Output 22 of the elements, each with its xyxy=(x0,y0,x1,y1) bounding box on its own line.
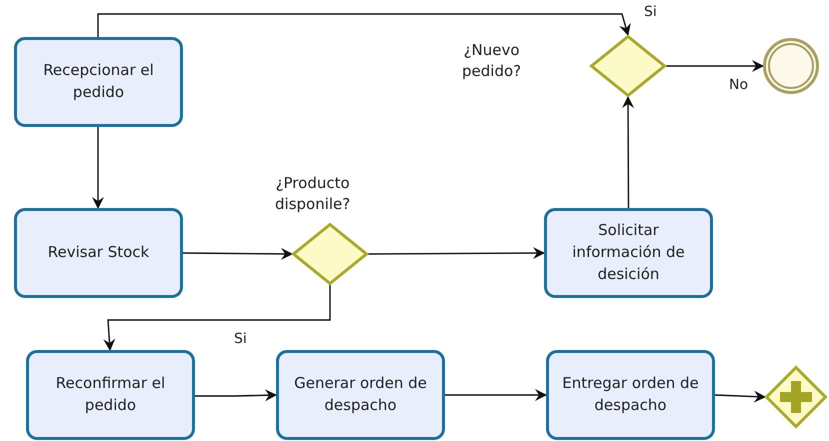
gateway-label: ¿Nuevo pedido? xyxy=(462,40,522,82)
task-box: Reconfirmar el pedido xyxy=(26,350,195,440)
arrow xyxy=(195,389,277,402)
task-box: Entregar orden de despacho xyxy=(546,350,715,440)
task-box: Recepcionar el pedido xyxy=(14,37,183,127)
arrow xyxy=(714,390,766,403)
arrow xyxy=(368,247,545,260)
parallel-gateway-diamond xyxy=(765,366,827,428)
arrow xyxy=(622,96,634,208)
task-box: Generar orden de despacho xyxy=(276,350,445,440)
arrow xyxy=(666,60,764,72)
task-box: Revisar Stock xyxy=(14,208,183,298)
end-event-circle xyxy=(763,38,819,94)
arrow xyxy=(103,285,331,351)
gateway-label: ¿Producto disponile? xyxy=(275,173,350,215)
decision-diamond xyxy=(590,35,666,97)
task-box: Solicitar información de desición xyxy=(544,208,713,298)
arrow xyxy=(183,248,293,260)
arrow xyxy=(97,13,631,37)
decision-diamond xyxy=(292,223,368,285)
arrow xyxy=(92,127,104,209)
arrow xyxy=(445,389,547,401)
